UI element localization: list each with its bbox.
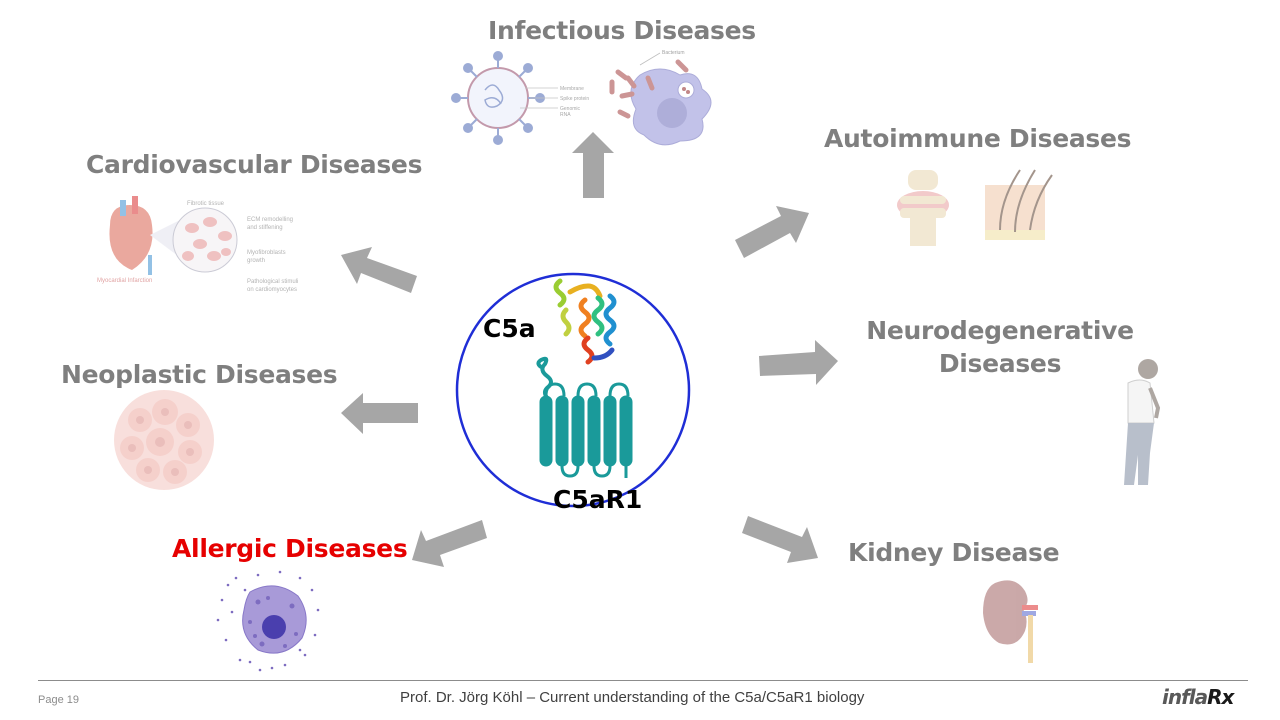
title-neurodegenerative-line1: Neurodegenerative — [866, 316, 1134, 345]
virus-icon: Membrane Spike protein Genomic RNA — [451, 51, 589, 145]
elderly-person-icon — [1124, 359, 1161, 485]
virus-label-membrane: Membrane — [560, 86, 584, 92]
footer-divider — [38, 680, 1248, 681]
fibrotic-label-4: growth — [247, 258, 265, 264]
fibrotic-title: Fibrotic tissue — [187, 201, 225, 207]
fibrotic-label-3: Myofibroblasts — [247, 250, 286, 256]
arrow-neurodegenerative — [759, 340, 838, 385]
c5ar1-label: C5aR1 — [553, 485, 643, 514]
footer-presenter-title: Prof. Dr. Jörg Köhl – Current understand… — [400, 689, 865, 706]
virus-label-genomic: Genomic — [560, 106, 581, 112]
page-number: Page 19 — [38, 694, 79, 706]
fibrotic-label-2: and stiffening — [247, 225, 283, 231]
arrow-kidney — [742, 516, 818, 563]
title-neurodegenerative-diseases: Neurodegenerative Diseases — [860, 316, 1140, 378]
fibrotic-label-5: Pathological stimuli — [247, 279, 298, 285]
title-autoimmune-diseases: Autoimmune Diseases — [824, 124, 1132, 153]
c5a-protein-structure-icon — [553, 278, 617, 365]
phagocyte-bacterium-icon: Bacterium — [609, 50, 712, 146]
arrow-autoimmune — [735, 206, 809, 258]
title-infectious-diseases: Infectious Diseases — [488, 16, 756, 45]
fibrotic-label-1: ECM remodelling — [247, 217, 293, 223]
arrow-allergic — [412, 520, 487, 567]
center-circle — [455, 272, 691, 508]
tumor-cell-cluster-icon — [114, 390, 214, 490]
bacterium-label: Bacterium — [662, 50, 685, 56]
title-neoplastic-diseases: Neoplastic Diseases — [61, 360, 338, 389]
inflarx-logo: inflaRx — [1162, 685, 1234, 709]
logo-text-rx: Rx — [1207, 685, 1234, 709]
title-cardiovascular-diseases: Cardiovascular Diseases — [86, 150, 423, 179]
arrow-up-infectious — [572, 132, 614, 198]
arrow-cardiovascular — [341, 247, 417, 293]
heart-fibrosis-icon: Fibrotic tissue ECM remodelling and stif… — [97, 196, 298, 293]
c5a-label: C5a — [483, 314, 536, 343]
joint-skin-icon — [897, 169, 1053, 246]
virus-label-rna: RNA — [560, 112, 571, 118]
mast-cell-icon — [216, 570, 320, 672]
logo-text-infla: infla — [1162, 685, 1208, 709]
arrow-neoplastic — [341, 393, 418, 434]
title-allergic-diseases: Allergic Diseases — [172, 534, 408, 563]
kidney-icon — [983, 580, 1038, 663]
title-neurodegenerative-line2: Diseases — [938, 349, 1062, 378]
virus-label-spike: Spike protein — [560, 96, 589, 102]
fibrotic-label-6: on cardiomyocytes — [247, 287, 297, 293]
c5ar1-receptor-icon — [536, 356, 633, 478]
title-kidney-disease: Kidney Disease — [848, 538, 1060, 567]
heart-label: Myocardial Infarction — [97, 278, 152, 284]
